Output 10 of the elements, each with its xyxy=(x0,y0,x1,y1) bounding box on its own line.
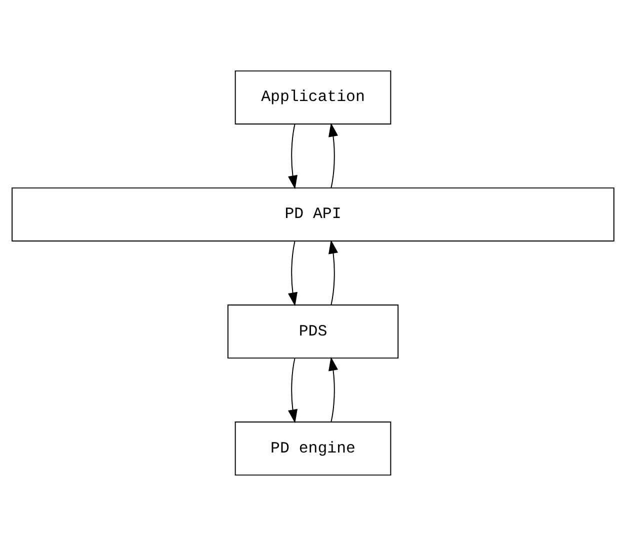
arrow xyxy=(288,123,298,189)
node-box: PD engine xyxy=(234,420,392,476)
arrow xyxy=(288,357,298,423)
node-box: PD API xyxy=(12,186,614,242)
node-box: PDS xyxy=(227,304,399,358)
arrow xyxy=(288,240,298,306)
arrow xyxy=(328,122,338,188)
node-box: Application xyxy=(234,70,392,124)
arrow xyxy=(328,239,338,305)
arrow xyxy=(328,356,338,422)
